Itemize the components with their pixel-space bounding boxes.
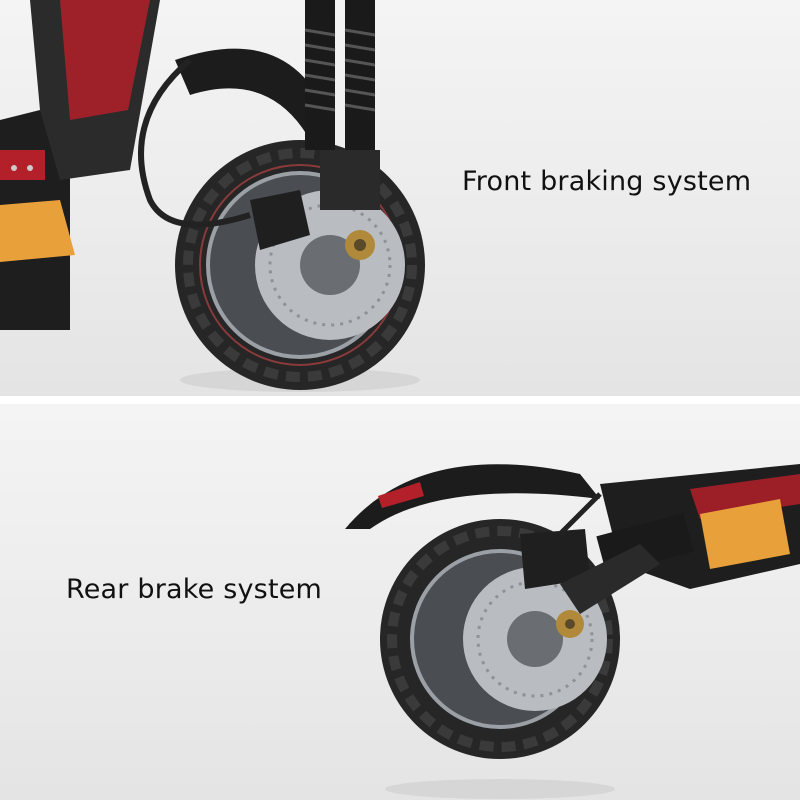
tire-tread <box>387 526 613 752</box>
disc-hub <box>507 611 563 667</box>
disc-hub <box>300 235 360 295</box>
rear-caption: Rear brake system <box>66 574 323 605</box>
fork-dropouts <box>320 150 380 210</box>
rear-reflector <box>378 482 424 508</box>
rear-wheel-photo <box>0 404 800 800</box>
disc-holes <box>476 580 594 698</box>
fork-springs <box>304 28 376 112</box>
side-reflector <box>700 499 790 569</box>
bolt <box>11 165 17 171</box>
swing-arm <box>560 544 660 614</box>
brake-cable <box>558 492 602 536</box>
disc-holes <box>268 203 392 327</box>
rear-fender <box>345 464 600 529</box>
brake-cable <box>138 57 251 228</box>
fender <box>175 48 330 140</box>
front-wheel-photo: Front braking system <box>0 0 800 396</box>
rear-wheel-illustration <box>345 464 800 799</box>
front-wheel-illustration <box>0 0 425 392</box>
brake-caliper <box>520 529 590 589</box>
tire-tread <box>183 148 417 382</box>
front-caption: Front braking system <box>462 166 752 197</box>
bolt <box>27 165 33 171</box>
brake-caliper <box>250 190 310 250</box>
deck-red-panel <box>0 150 45 180</box>
floor-shadow <box>385 779 615 799</box>
side-reflector <box>0 200 75 262</box>
panel-divider <box>0 396 800 404</box>
frame-red-section <box>60 0 150 120</box>
